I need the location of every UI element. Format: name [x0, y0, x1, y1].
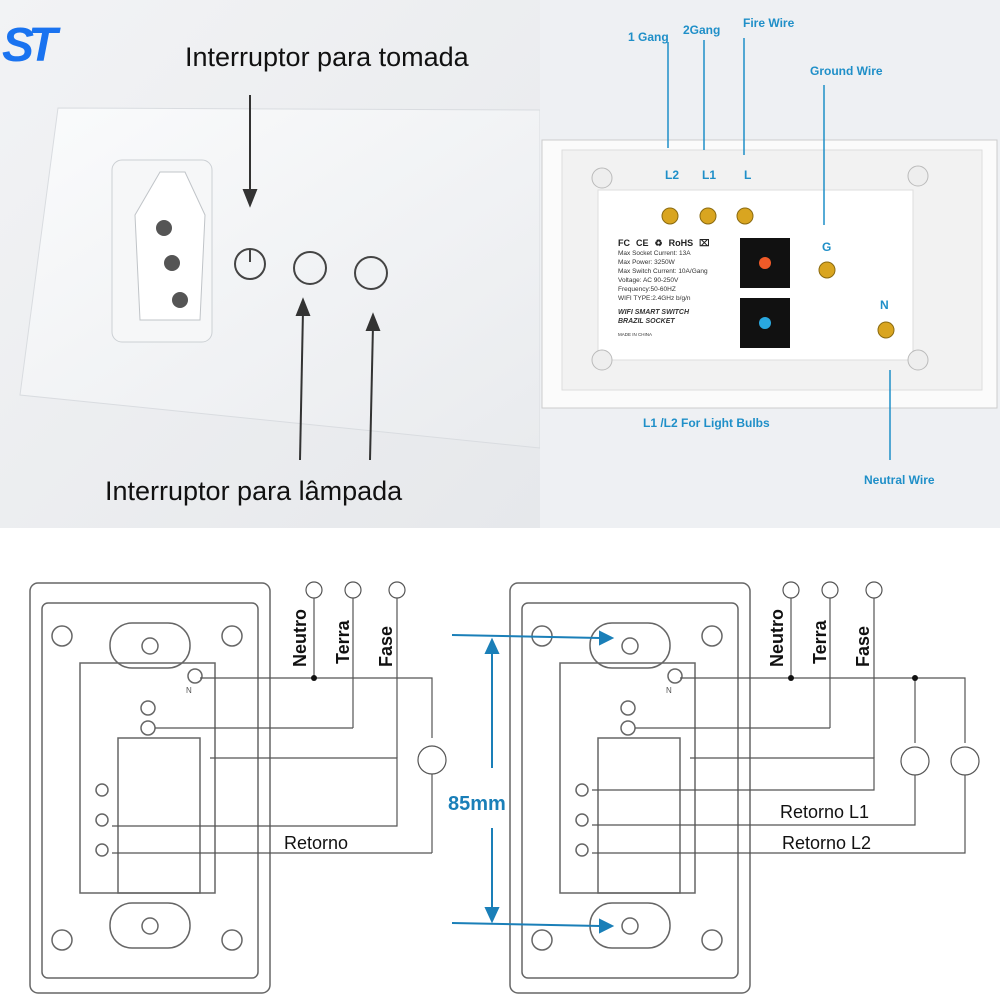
switch-panel-front: [19, 95, 540, 461]
power-touch-button[interactable]: [234, 248, 266, 280]
dimension-label: 85mm: [448, 793, 506, 816]
terminal-n-right: N: [666, 686, 672, 695]
terminal-l: L: [744, 168, 752, 182]
retorno-l2: Retorno L2: [782, 833, 872, 853]
brazil-socket: [134, 171, 206, 321]
callout-neutral-wire: Neutral Wire: [864, 473, 935, 487]
wire-fase-left: Fase: [376, 625, 396, 667]
dimension-arrows: [451, 630, 615, 934]
callout-fire-wire: Fire Wire: [743, 16, 795, 30]
qr-codes: [740, 238, 790, 348]
terminal-l2: L2: [665, 168, 680, 182]
callout-ground-wire: Ground Wire: [810, 64, 883, 78]
touch-button-2[interactable]: [354, 256, 388, 290]
wire-neutro-left: Neutro: [290, 609, 310, 667]
terminal-n: N: [880, 298, 889, 312]
retorno-left: Retorno: [284, 833, 349, 853]
touch-button-1[interactable]: [293, 251, 327, 285]
wire-terra-right: Terra: [810, 620, 830, 664]
terminal-n-left: N: [186, 686, 192, 695]
st-logo: ST: [2, 19, 57, 72]
title-lamp-switch: Interruptor para lâmpada: [105, 476, 403, 506]
title-socket-switch: Interruptor para tomada: [185, 42, 469, 72]
front-photo: ST Interruptor para tomada Interruptor p…: [0, 0, 540, 528]
terminal-g: G: [822, 240, 832, 254]
switch-panel-back: [541, 38, 998, 460]
back-photo: 1 Gang 2Gang Fire Wire Ground Wire L1 /L…: [540, 0, 1000, 528]
wire-terra-left: Terra: [333, 620, 353, 664]
callout-l1-l2: L1 /L2 For Light Bulbs: [643, 416, 770, 430]
wire-fase-right: Fase: [853, 625, 873, 667]
retorno-l1: Retorno L1: [780, 802, 870, 822]
wiring-diagrams: [29, 581, 980, 994]
callout-2-gang: 2Gang: [683, 23, 721, 37]
callout-1-gang: 1 Gang: [628, 30, 669, 44]
wire-neutro-right: Neutro: [767, 609, 787, 667]
terminal-l1: L1: [702, 168, 717, 182]
